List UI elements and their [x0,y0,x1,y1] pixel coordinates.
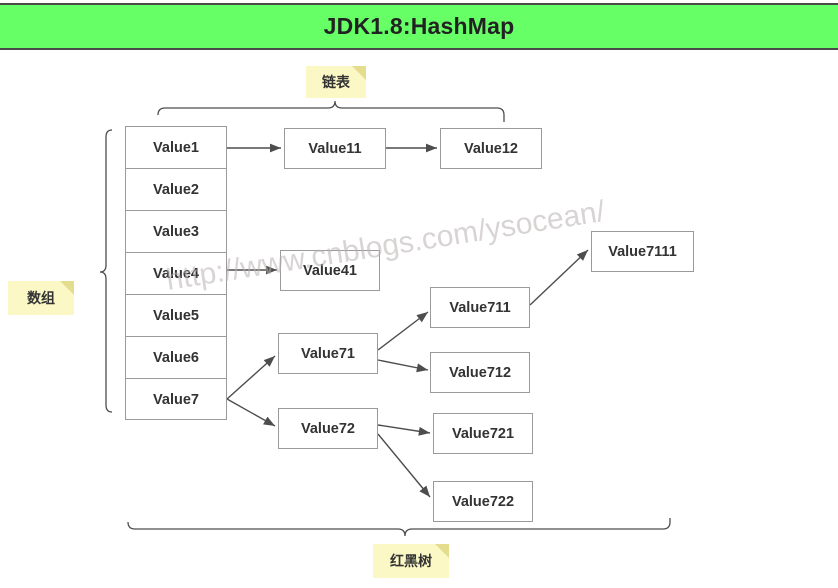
node-label: Value721 [451,425,515,442]
array-cell-5[interactable]: Value6 [126,337,226,379]
node-label: Value41 [302,262,357,279]
note-array: 数组 [8,281,74,315]
array-cell-6[interactable]: Value7 [126,379,226,421]
array-cell-label: Value7 [153,392,199,408]
node-label: Value711 [449,299,511,316]
array-cell-label: Value4 [153,265,199,282]
note-linked-list: 链表 [306,66,366,98]
edge-value72-value722 [377,433,431,498]
note-red-black-tree: 红黑树 [373,544,449,578]
node-value41[interactable]: Value41 [280,250,380,291]
edge-value71-value712 [377,359,429,373]
node-label: Value71 [300,345,355,362]
note-label: 链表 [322,74,350,90]
diagram-header: JDK1.8:HashMap [0,3,838,50]
brace-array [99,129,113,413]
node-value721[interactable]: Value721 [433,413,533,454]
edge-value72-value721 [377,424,431,436]
note-fold-corner-icon [352,66,366,80]
array-cell-label: Value2 [153,181,199,198]
array-cell-1[interactable]: Value2 [126,169,226,211]
note-fold-corner-icon [60,281,74,295]
node-value711[interactable]: Value711 [430,287,530,328]
node-label: Value12 [463,140,518,157]
hash-array-table: Value1 Value2 Value3 Value4 Value5 Value… [125,126,227,420]
array-cell-label: Value6 [153,349,199,366]
array-cell-0[interactable]: Value1 [126,127,226,169]
node-label: Value11 [308,140,362,157]
node-label: Value712 [448,364,512,381]
array-cell-label: Value3 [153,223,199,240]
brace-linked-list [157,100,505,122]
node-label: Value7111 [608,243,677,260]
watermark-text: http://www.cnblogs.com/ysocean/ [164,195,608,297]
node-value7111[interactable]: Value7111 [591,231,694,272]
note-label: 红黑树 [390,553,432,569]
node-value11[interactable]: Value11 [284,128,386,169]
node-value722[interactable]: Value722 [433,481,533,522]
page-title: JDK1.8:HashMap [323,13,515,39]
array-cell-label: Value1 [153,139,199,156]
node-label: Value722 [451,493,515,510]
node-value71[interactable]: Value71 [278,333,378,374]
array-cell-label: Value5 [153,307,199,324]
node-value72[interactable]: Value72 [278,408,378,449]
node-value12[interactable]: Value12 [440,128,542,169]
brace-red-black-tree [127,518,671,537]
array-cell-4[interactable]: Value5 [126,295,226,337]
node-value712[interactable]: Value712 [430,352,530,393]
note-fold-corner-icon [435,544,449,558]
edge-value71-value711 [377,311,429,351]
array-cell-3[interactable]: Value4 [126,253,226,295]
node-label: Value72 [300,420,355,437]
edge-value7-value72 [226,398,276,427]
array-cell-2[interactable]: Value3 [126,211,226,253]
edge-value711-value7111 [529,249,589,306]
note-label: 数组 [27,290,55,306]
edge-value7-value71 [226,355,276,400]
